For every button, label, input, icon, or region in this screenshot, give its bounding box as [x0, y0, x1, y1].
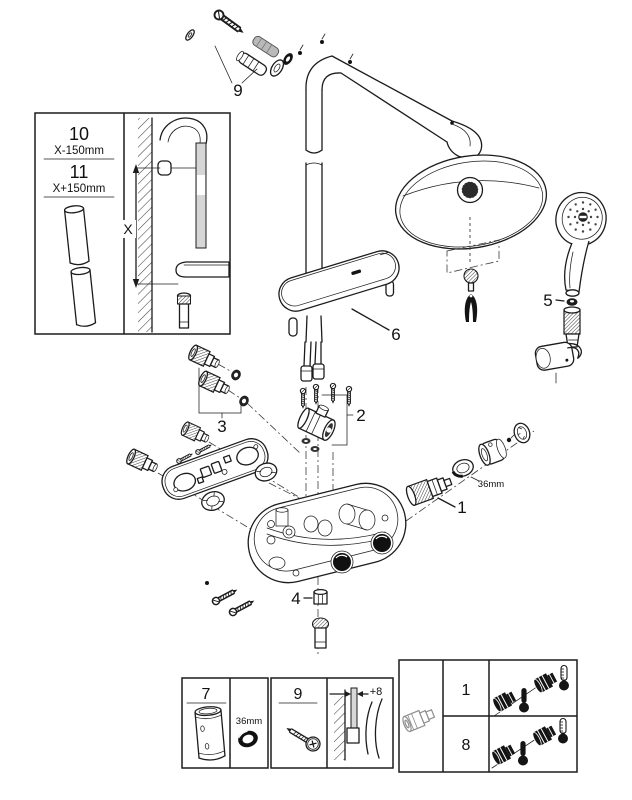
valve-cartridge-group: 2 [297, 382, 366, 452]
dim-label-x: X [123, 221, 133, 237]
sleeve-drawing [194, 706, 226, 761]
valve-thermometer-icons-row8 [489, 717, 569, 769]
wall-screw [211, 7, 248, 38]
part-label-11: 11 [70, 162, 89, 182]
thermometer-scale-icon [558, 664, 570, 692]
row-label-8: 8 [462, 737, 471, 754]
thermometer-scale-icon [557, 717, 569, 745]
plug-group: 4 [291, 588, 330, 649]
part-label-1: 1 [457, 498, 466, 517]
hand-shower: 5 [534, 191, 607, 384]
check-valve-inset: 1 8 [398, 659, 578, 773]
part-label-7: 7 [202, 686, 211, 703]
grommet [283, 53, 293, 65]
rosette-ring [201, 491, 225, 511]
row-label-1: 1 [462, 682, 471, 699]
dim-label-11: X+150mm [53, 183, 106, 195]
screw-drawing [286, 728, 321, 752]
rosette-ring [254, 462, 278, 482]
escutcheon-ring [269, 59, 285, 77]
plug-nut [313, 588, 328, 605]
shelf-foot [288, 280, 395, 337]
screw-inset: 9 +8 [270, 677, 394, 769]
shower-holder [534, 341, 582, 371]
mixer-body [247, 482, 407, 584]
body-knob [330, 531, 394, 574]
dim-label-36mm-ring: 36mm [236, 716, 262, 727]
part-label-9-top: 9 [233, 81, 242, 100]
hose-ends [300, 341, 325, 382]
part-label-10: 10 [69, 124, 89, 144]
spray-nozzles [567, 201, 599, 233]
check-valve-group: 3 [186, 343, 249, 436]
thermostat-cartridge [405, 477, 453, 507]
thermometer-hot-icon [519, 688, 529, 713]
thermostat-cartridge-group: 1 36mm [405, 422, 531, 517]
hand-shower-washer [566, 298, 578, 306]
check-valve-drawing [402, 709, 436, 733]
plug [311, 617, 330, 649]
cap-disc [513, 422, 531, 444]
wall-plug-grey [252, 35, 280, 58]
sleeve-inset: 7 36mm [181, 677, 269, 769]
wall-mount-drawing: X [119, 117, 230, 333]
part-label-4: 4 [291, 589, 300, 608]
dim-label-10: X-150mm [54, 145, 104, 157]
thermometer-hot-icon [518, 741, 528, 766]
stop-ring-36mm [451, 459, 474, 478]
head-shower [394, 154, 548, 322]
head-shower-knob [456, 176, 484, 204]
fixing-screws [205, 581, 257, 618]
mounting-plate-group [124, 420, 278, 511]
wall-offset-drawing: +8 [329, 686, 383, 761]
mixer-internals [266, 503, 389, 577]
temperature-knob [478, 438, 507, 466]
diverter-cartridge [297, 404, 336, 441]
wall-fixing-group: 9 [185, 7, 304, 100]
washer [185, 29, 195, 41]
dim-label-plus8: +8 [370, 686, 383, 698]
shower-column [300, 55, 342, 382]
part-label-2: 2 [356, 406, 365, 425]
part-label-5: 5 [543, 291, 552, 310]
wall-anchor [236, 50, 268, 76]
union-nut [231, 369, 249, 407]
set-screw-icon [298, 51, 302, 55]
mounting-plate [161, 438, 269, 500]
part-label-3: 3 [217, 417, 226, 436]
ring-36mm-drawing [238, 730, 258, 748]
flow-restrictor [463, 268, 479, 292]
valve-thermometer-icons-row1 [490, 664, 570, 717]
shelf: 6 [278, 250, 401, 344]
rail-pipe-drawing [63, 205, 97, 327]
part-label-6: 6 [391, 325, 400, 344]
dim-label-36mm: 36mm [478, 479, 504, 490]
retainer-clip [464, 294, 478, 322]
rail-length-inset: 10 X-150mm 11 X+150mm [34, 112, 231, 335]
part-label-9-box: 9 [294, 686, 303, 703]
hand-shower-connector [563, 306, 581, 348]
